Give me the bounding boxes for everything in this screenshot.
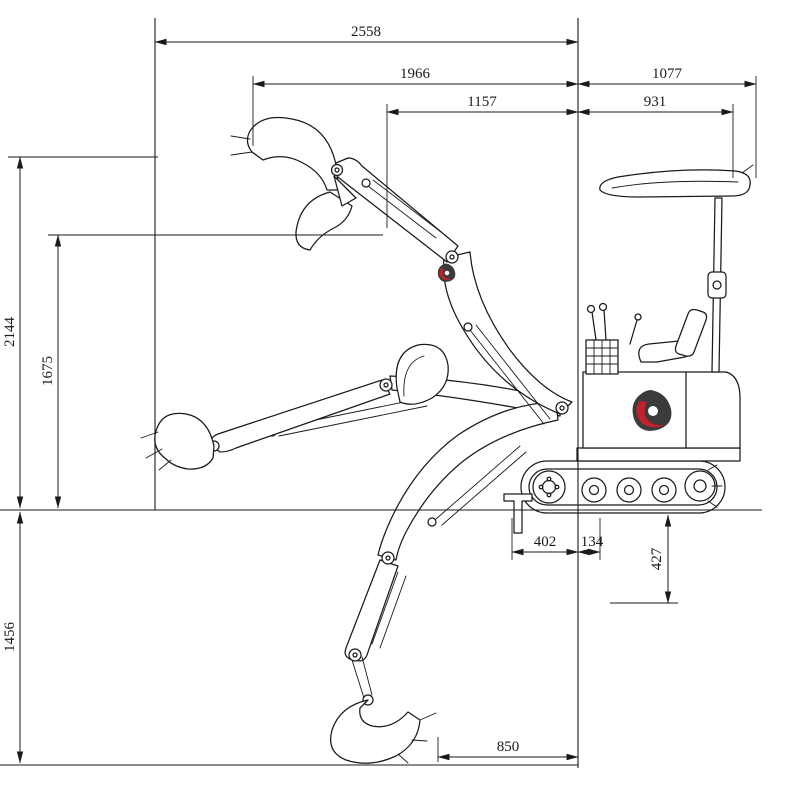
- dozer-blade: [503, 493, 533, 534]
- dimension-lines: [16, 38, 757, 764]
- bucket-top: [246, 116, 339, 191]
- dim-label-402: 402: [534, 534, 557, 550]
- dim-label-134: 134: [581, 534, 604, 550]
- canopy-roof: [599, 169, 751, 198]
- bucket-bottom: [330, 699, 421, 764]
- dim-label-427: 427: [649, 547, 665, 570]
- dim-label-931: 931: [644, 94, 667, 110]
- dim-label-850: 850: [497, 739, 520, 755]
- dim-label-1456: 1456: [2, 622, 18, 653]
- dim-label-1966: 1966: [400, 66, 431, 82]
- boom-lowered-position: [330, 401, 559, 764]
- extension-lines: [8, 76, 757, 762]
- brand-logo-large: [632, 390, 672, 431]
- brand-logo-small: [437, 263, 456, 282]
- boom-mid-position: [140, 343, 563, 471]
- bucket-dump-ghost: [295, 191, 353, 251]
- seat-back: [674, 308, 708, 357]
- reference-lines: [0, 18, 762, 768]
- boom-raised-position: [230, 116, 573, 425]
- dim-label-1077: 1077: [652, 66, 683, 82]
- dim-label-1157: 1157: [467, 94, 497, 110]
- bucket-left: [154, 412, 215, 470]
- canopy: [599, 164, 754, 373]
- track-undercarriage: [520, 460, 726, 514]
- bucket-ghost: [395, 343, 449, 405]
- excavator-drawing: [140, 116, 754, 764]
- dim-label-2558: 2558: [351, 24, 381, 40]
- dimension-labels: 2558 1966 1077 1157 931 2144 1675 1456 4…: [2, 24, 683, 755]
- dim-label-2144: 2144: [2, 317, 18, 348]
- dim-label-1675: 1675: [40, 356, 56, 386]
